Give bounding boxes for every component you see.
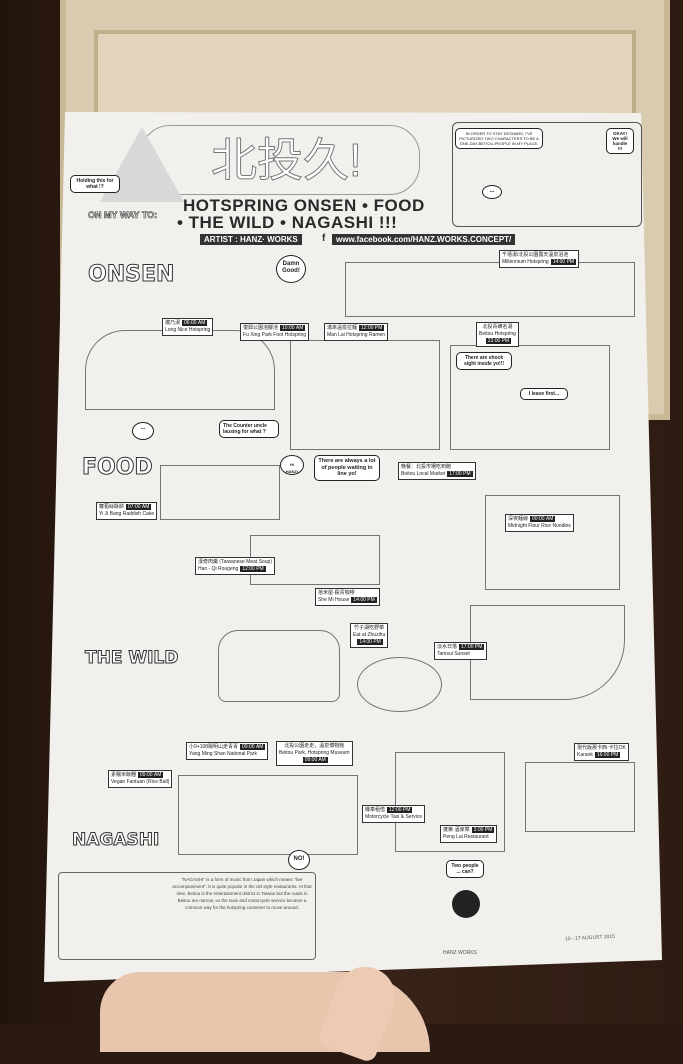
nagashi-description: "NAGASHI" is a form of music from Japan … [172, 877, 312, 910]
bubble-damn-good: Damn Good! [276, 255, 306, 283]
headline: HOTSPRING ONSEN • FOOD• THE WILD • NAGAS… [177, 196, 425, 232]
bubble-shock: There are shock sight inside yo!!! [456, 352, 512, 370]
bubble-dots: ... [132, 422, 154, 440]
comic-intro-bubble: IN ORDER TO STAY DESHARE, I'VE PICTURIZE… [455, 128, 543, 149]
bubble-holding: Holding this for what !? [70, 175, 120, 193]
food-stall-sketch [160, 465, 280, 520]
karaoke-sketch [525, 762, 635, 832]
artist-credit: ARTIST : HANZ· WORKS [200, 234, 302, 245]
brand-name: HANZ WORKS [443, 950, 477, 956]
bubble-leave: I leave first... [520, 388, 568, 400]
title-logo: 北投久! [140, 125, 420, 195]
nagashi-text-box [58, 872, 316, 960]
section-wild: THE WILD [84, 648, 179, 669]
section-food: FOOD [82, 455, 154, 481]
bubble-counter: The Counter uncle lausing for what ? [219, 420, 279, 438]
museum-sketch [178, 775, 358, 855]
hotspring-gate-sketch [450, 345, 610, 450]
comic-panel [452, 122, 642, 227]
bubble-two-people: Two people ... can? [446, 860, 484, 878]
sunset-bridge-sketch [470, 605, 625, 700]
section-nagashi: NAGASHI [71, 830, 160, 851]
hanz-works-logo [452, 890, 480, 918]
bubble-hanz: Hi HANZ! [280, 455, 304, 475]
facebook-link[interactable]: www.facebook.com/HANZ.WORKS.CONCEPT/ [332, 234, 516, 245]
facebook-icon: f [322, 233, 326, 244]
bus-sketch [218, 630, 340, 702]
spot-label: 漢奇肉羹 (Taiwanese Meat Soup)Han - Qi Rouge… [195, 557, 275, 575]
bubble-no: NO! [288, 850, 310, 870]
noodle-cart-sketch [485, 495, 620, 590]
section-onsen: ONSEN [87, 262, 175, 288]
bubble-line: There are always a lot of people waiting… [314, 455, 380, 481]
dish-sketch [357, 657, 442, 712]
house-sketch [85, 330, 275, 410]
comic-dots-bubble: ... [482, 185, 502, 199]
ramen-shop-sketch [290, 340, 440, 450]
restaurant-sketch [395, 752, 505, 852]
on-my-way-label: ON MY WAY TO: [88, 210, 158, 221]
comic-reply-bubble: OKAY! We will handle !!! [606, 128, 634, 154]
temple-sketch [345, 262, 635, 317]
